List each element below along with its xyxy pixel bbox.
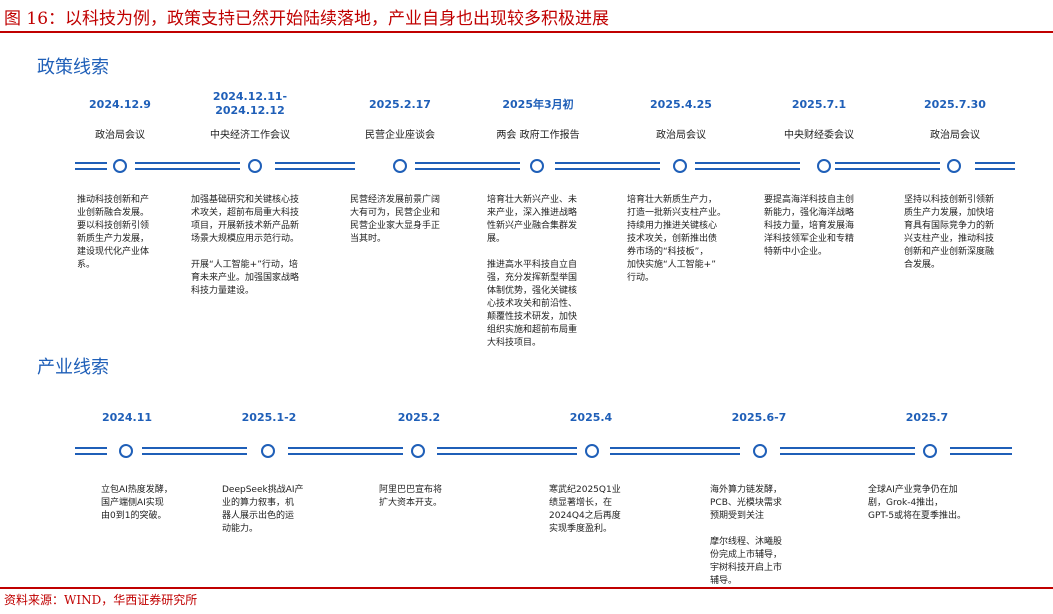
- timeline-node-icon: [673, 159, 687, 173]
- source-note: 资料来源：WIND，华西证券研究所: [4, 593, 198, 607]
- policy-line-segment: [975, 162, 1015, 170]
- policy-event: 政治局会议: [656, 130, 706, 141]
- policy-line-segment: [275, 162, 355, 170]
- policy-date: 2025年3月初: [502, 98, 574, 111]
- policy-line-segment: [75, 162, 107, 170]
- industry-line-segment: [142, 447, 247, 455]
- policy-line-segment: [555, 162, 660, 170]
- timeline-node-icon: [113, 159, 127, 173]
- industry-line-segment: [610, 447, 740, 455]
- industry-date: 2025.4: [569, 411, 613, 424]
- industry-description: 海外算力链发酵， PCB、光模块需求 预期受到关注 摩尔线程、沐曦股 份完成上市…: [710, 485, 783, 586]
- policy-line-segment: [695, 162, 800, 170]
- policy-line-segment: [135, 162, 240, 170]
- industry-description: 全球AI产业竞争仍在加 剧，Grok-4推出， GPT-5或将在夏季推出。: [868, 485, 967, 521]
- industry-date: 2025.7: [905, 411, 949, 424]
- policy-date: 2025.4.25: [650, 98, 712, 111]
- timeline-node-icon: [248, 159, 262, 173]
- industry-line-segment: [288, 447, 403, 455]
- policy-event: 民营企业座谈会: [365, 130, 435, 141]
- policy-date: 2024.12.9: [89, 98, 151, 111]
- title-rule: [0, 31, 1053, 33]
- timeline-node-icon: [530, 159, 544, 173]
- footer-rule: [0, 587, 1053, 589]
- industry-description: 阿里巴巴宣布将 扩大资本开支。: [379, 485, 443, 508]
- policy-description: 培育壮大新兴产业、未 来产业，深入推进战略 性新兴产业融合集群发 展。 推进高水…: [487, 195, 578, 348]
- industry-date: 2025.6-7: [731, 411, 787, 424]
- industry-heading: 产业线索: [37, 357, 109, 378]
- policy-line-segment: [415, 162, 520, 170]
- industry-description: DeepSeek挑战AI产 业的算力叙事，机 器人展示出色的运 动能力。: [222, 485, 304, 534]
- industry-date: 2024.11: [101, 411, 153, 424]
- industry-line-segment: [437, 447, 577, 455]
- policy-heading: 政策线索: [37, 57, 109, 78]
- policy-event: 政治局会议: [930, 130, 980, 141]
- figure-title: 图 16：以科技为例，政策支持已然开始陆续落地，产业自身也出现较多积极进展: [4, 9, 610, 29]
- industry-line-segment: [950, 447, 1012, 455]
- industry-description: 立包AI热度发酵， 国产端侧AI实现 由0到1的突破。: [101, 485, 173, 521]
- timeline-node-icon: [393, 159, 407, 173]
- policy-event: 中央经济工作会议: [210, 130, 290, 141]
- timeline-node-icon: [119, 444, 133, 458]
- policy-description: 推动科技创新和产 业创新融合发展。 要以科技创新引领 新质生产力发展， 建设现代…: [77, 195, 150, 270]
- timeline-node-icon: [411, 444, 425, 458]
- timeline-node-icon: [923, 444, 937, 458]
- industry-date: 2025.2: [397, 411, 441, 424]
- policy-description: 坚持以科技创新引领新 质生产力发展，加快培 育具有国际竞争力的新 兴支柱产业，推…: [904, 195, 995, 270]
- policy-description: 加强基础研究和关键核心技 术攻关，超前布局重大科技 项目，开展新技术新产品新 场…: [191, 195, 300, 296]
- timeline-node-icon: [753, 444, 767, 458]
- policy-date: 2024.12.11- 2024.12.12: [212, 90, 288, 117]
- policy-date: 2025.7.1: [791, 98, 847, 111]
- timeline-node-icon: [817, 159, 831, 173]
- policy-line-segment: [835, 162, 940, 170]
- timeline-node-icon: [261, 444, 275, 458]
- policy-event: 政治局会议: [95, 130, 145, 141]
- policy-date: 2025.2.17: [369, 98, 431, 111]
- policy-date: 2025.7.30: [924, 98, 986, 111]
- industry-line-segment: [780, 447, 915, 455]
- timeline-node-icon: [947, 159, 961, 173]
- industry-line-segment: [75, 447, 107, 455]
- policy-event: 两会 政府工作报告: [496, 130, 580, 141]
- industry-description: 寒武纪2025Q1业 绩显著增长，在 2024Q4之后再度 实现季度盈利。: [549, 485, 621, 534]
- policy-description: 民营经济发展前景广阔 大有可为，民营企业和 民营企业家大显身手正 当其时。: [350, 195, 441, 244]
- policy-event: 中央财经委会议: [784, 130, 854, 141]
- policy-description: 培育壮大新质生产力， 打造一批新兴支柱产业。 持续用力推进关键核心 技术攻关，创…: [627, 195, 727, 283]
- policy-description: 要提高海洋科技自主创 新能力，强化海洋战略 科技力量，培育发展海 洋科技领军企业…: [764, 195, 855, 257]
- timeline-node-icon: [585, 444, 599, 458]
- industry-date: 2025.1-2: [241, 411, 297, 424]
